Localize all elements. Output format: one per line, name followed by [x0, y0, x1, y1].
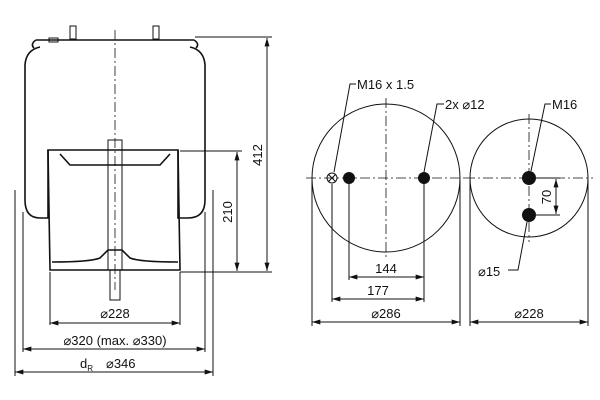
holes-label: 2x ⌀12 — [445, 97, 485, 112]
top-stud-right — [152, 25, 160, 40]
bottom-plate-view: M16 ⌀15 70 ⌀228 — [465, 97, 593, 326]
air-port — [48, 37, 59, 43]
top-stud-left — [69, 25, 77, 40]
thread-label: M16 — [552, 97, 577, 112]
piston-diameter-label: ⌀228 — [100, 306, 130, 321]
spacing-inner-label: 144 — [375, 261, 397, 276]
air-port-symbol — [326, 172, 338, 184]
height-total-label: 412 — [250, 144, 265, 166]
air-port-label: M16 x 1.5 — [357, 77, 414, 92]
dr-value-label: ⌀346 — [106, 356, 136, 371]
piston — [47, 149, 181, 271]
thread-hole — [522, 171, 536, 185]
bellows-diameter-label: ⌀320 (max. ⌀330) — [63, 333, 166, 348]
side-view: 412 210 ⌀228 ⌀320 (max. ⌀330) dR ⌀346 — [14, 25, 272, 376]
bottom-diameter-label: ⌀228 — [514, 306, 544, 321]
offset-label: 70 — [539, 190, 554, 204]
spacing-outer-label: 177 — [367, 283, 389, 298]
leader-lines — [333, 83, 444, 173]
bellows — [24, 46, 206, 219]
height-piston-label: 210 — [220, 201, 235, 223]
top-plate-view: M16 x 1.5 2x ⌀12 144 177 ⌀286 — [306, 77, 485, 326]
hole-label: ⌀15 — [478, 264, 500, 279]
mounting-hole — [343, 172, 355, 184]
mounting-hole — [418, 172, 430, 184]
bolt-hole — [522, 208, 536, 222]
top-diameter-label: ⌀286 — [371, 306, 401, 321]
dr-label: dR — [80, 356, 93, 373]
